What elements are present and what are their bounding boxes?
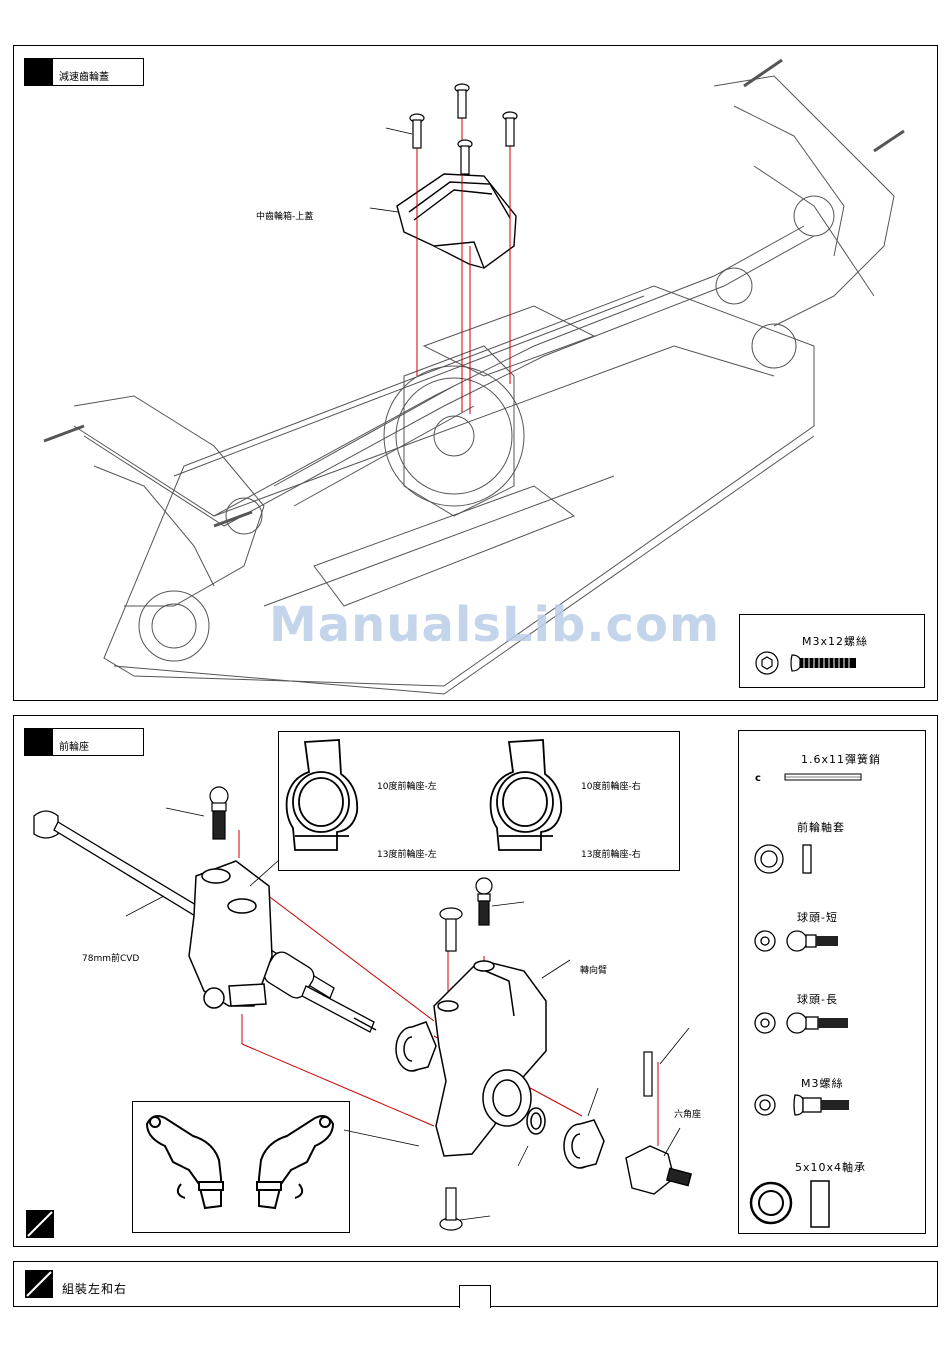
upright-variants-inset: 10度前輪座-左 13度前輪座-左 10度前輪座-右 13度前輪座-右 [278, 731, 680, 871]
corner-marker [26, 1210, 54, 1238]
part-label-bearing: 5x10x4軸承 [795, 1161, 866, 1174]
part-label-spring-pin: 1.6x11彈簧銷 [801, 753, 881, 766]
parts-icons: c [739, 731, 927, 1235]
svg-text:c: c [755, 773, 761, 784]
mount-arms-inset [132, 1101, 350, 1233]
front-hub-panel: 前輪座 78mm前CVD 轉向臂 六角座 10度前輪座-左 13度前輪座-左 1… [13, 715, 938, 1247]
section-title: 減速齒輪蓋 [59, 72, 109, 84]
screw-spec-box: M3x12螺絲 [739, 614, 925, 688]
part-label-ball-stud-long: 球頭-長 [797, 993, 838, 1006]
mount-arms-drawing [133, 1102, 351, 1234]
upright-right-10: 10度前輪座-右 [581, 782, 641, 793]
upright-left-10: 10度前輪座-左 [377, 782, 437, 793]
upright-right-13: 13度前輪座-右 [581, 850, 641, 861]
hex-hub-label: 六角座 [674, 1110, 701, 1121]
gear-cover-panel: 減速齒輪蓋 中齒輪箱-上蓋 ManualsLib.com M3x12螺絲 [13, 45, 938, 701]
section-title: 前輪座 [59, 742, 89, 754]
screw-icon [740, 615, 926, 689]
section-marker [25, 729, 53, 756]
parts-list: c [738, 730, 926, 1234]
page-number-box [459, 1285, 491, 1308]
cover-label: 中齒輪箱-上蓋 [256, 212, 313, 223]
section-tag: 減速齒輪蓋 [24, 58, 144, 86]
footer-title: 組裝左和右 [62, 1282, 127, 1296]
watermark: ManualsLib.com [269, 597, 720, 653]
part-label-ball-stud-short: 球頭-短 [797, 911, 838, 924]
section-marker [25, 59, 53, 86]
steering-arm-label: 轉向臂 [580, 966, 607, 977]
footer-marker [25, 1270, 53, 1298]
part-label-bushing: 前輪軸套 [797, 821, 845, 834]
part-label-m3-screw: M3螺絲 [801, 1077, 844, 1090]
cvd-label: 78mm前CVD [82, 954, 139, 965]
upright-left-13: 13度前輪座-左 [377, 850, 437, 861]
section-tag: 前輪座 [24, 728, 144, 756]
